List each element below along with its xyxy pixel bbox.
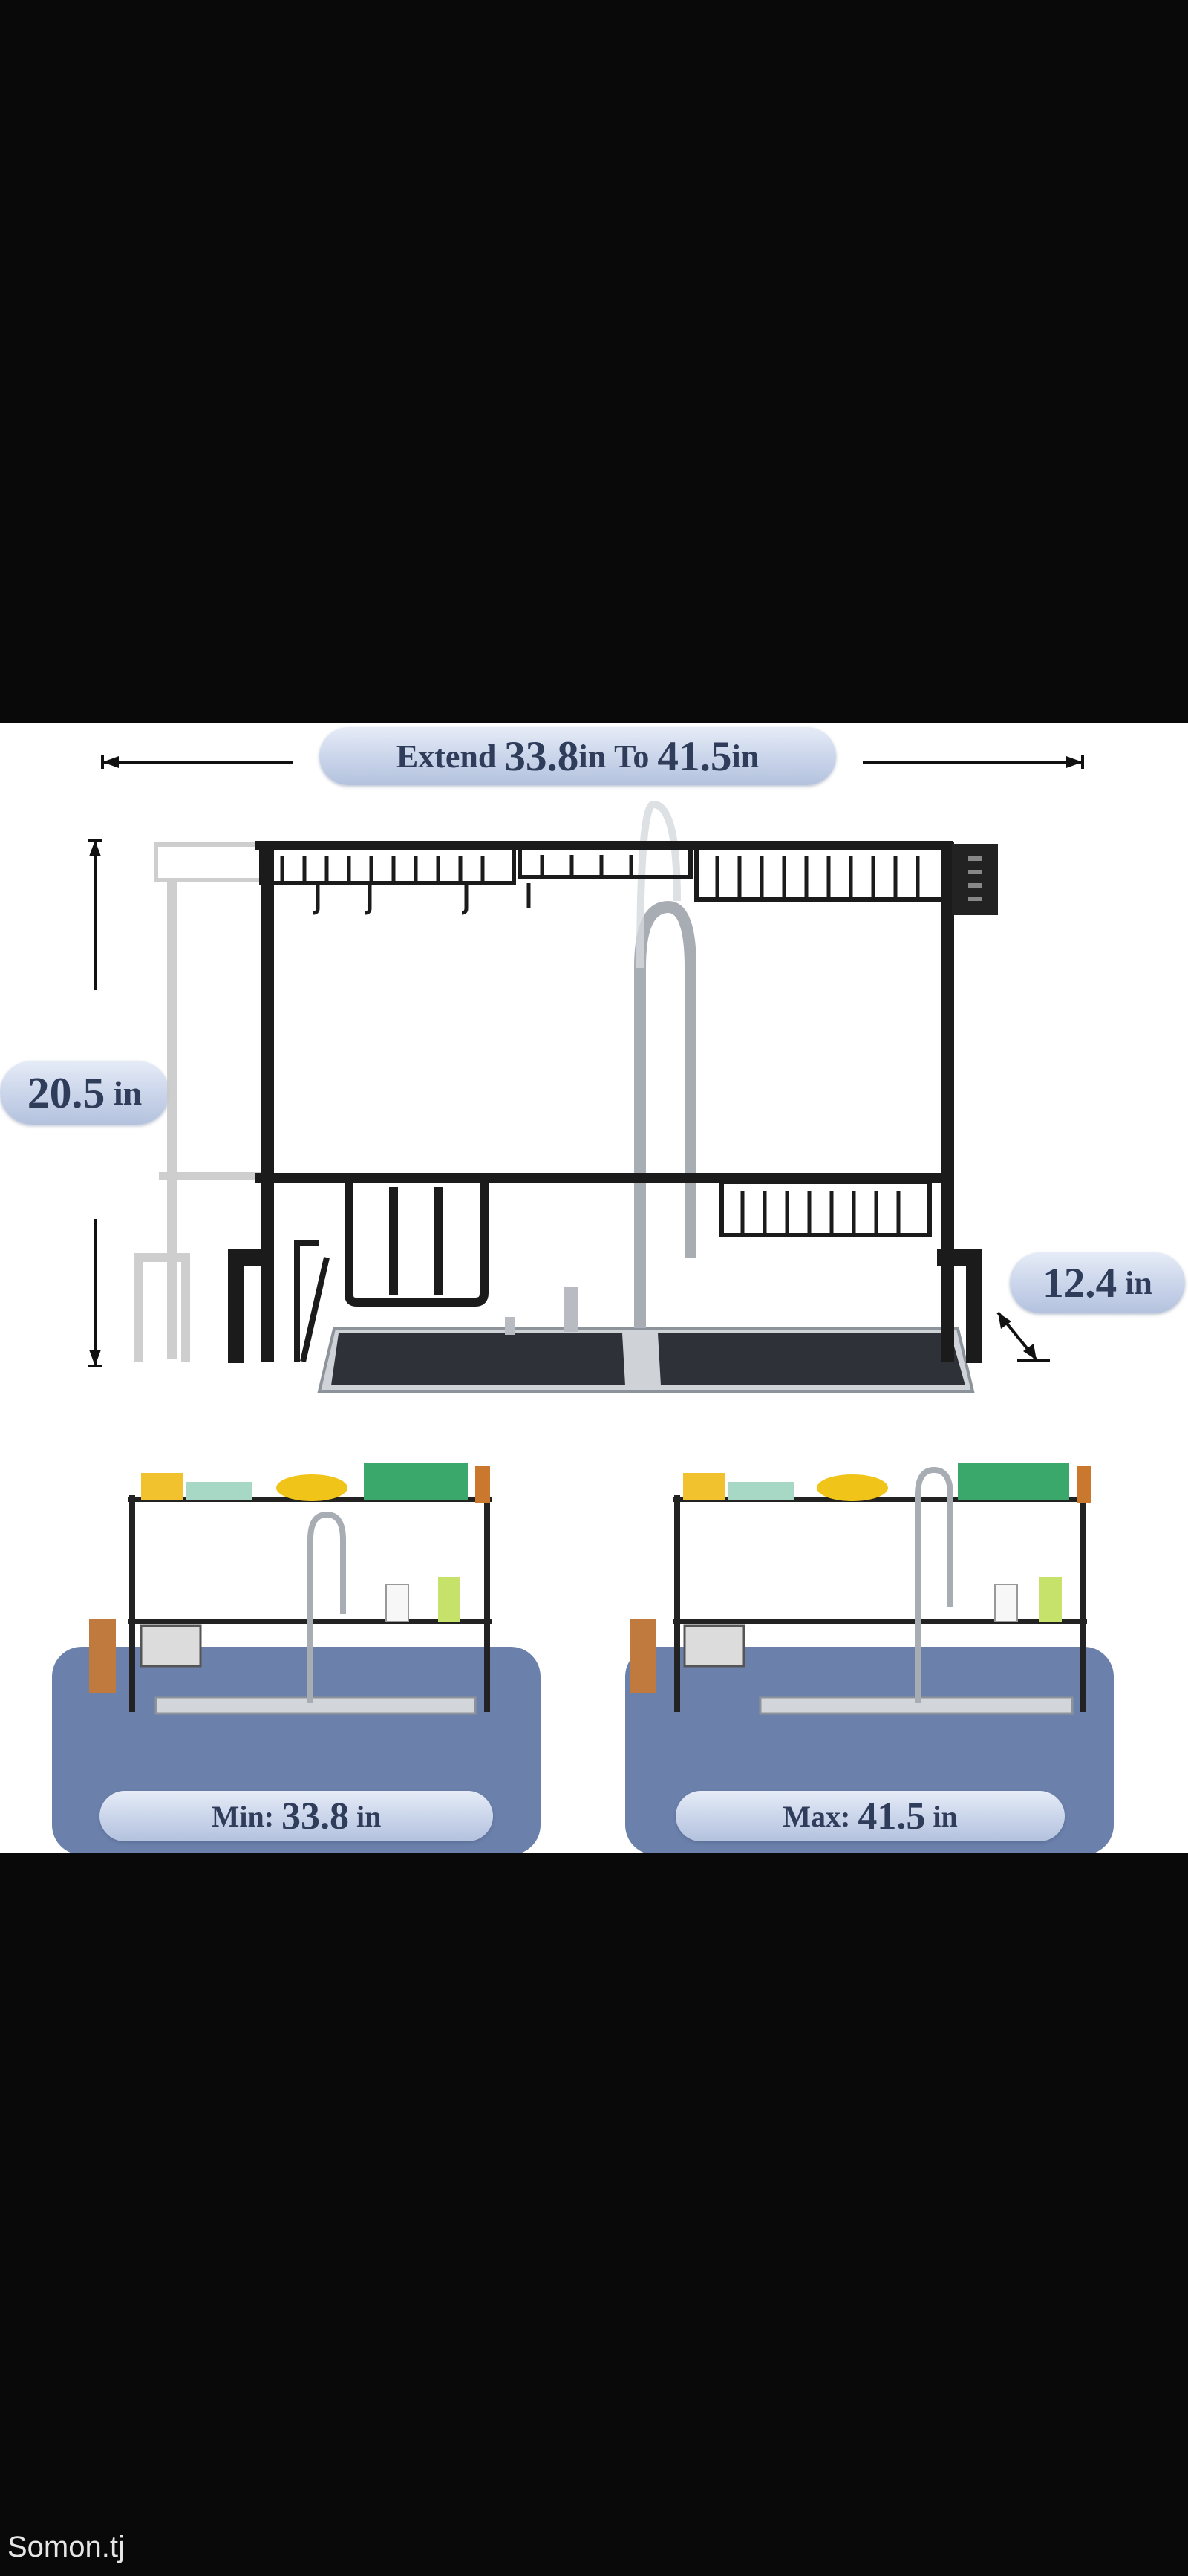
extend-prefix: Extend xyxy=(396,738,497,775)
min-width-label: Min: 33.8 in xyxy=(99,1791,493,1841)
min-unit: in xyxy=(356,1799,382,1833)
dishes-icon xyxy=(89,1463,490,1693)
max-width-label: Max: 41.5 in xyxy=(676,1791,1065,1841)
extend-from-value: 33.8 xyxy=(504,732,579,780)
extend-from-unit: in xyxy=(578,738,607,775)
max-prefix: Max: xyxy=(783,1799,851,1833)
max-value: 41.5 xyxy=(858,1795,926,1838)
depth-value: 12.4 xyxy=(1042,1259,1117,1307)
utensil-holder-icon xyxy=(952,844,998,915)
max-unit: in xyxy=(933,1799,958,1833)
extend-to-unit: in xyxy=(731,738,760,775)
width-arrow xyxy=(88,755,1084,1367)
min-prefix: Min: xyxy=(211,1799,275,1833)
depth-unit: in xyxy=(1125,1264,1152,1301)
extend-to-word: To xyxy=(614,738,650,775)
sink-icon xyxy=(317,1287,975,1393)
dishes-icon-max xyxy=(630,1463,1091,1693)
depth-label: 12.4 in xyxy=(1010,1252,1185,1313)
extend-to-value: 41.5 xyxy=(657,732,732,780)
min-rack-illustration xyxy=(89,1463,492,1715)
height-label: 20.5 in xyxy=(0,1061,169,1125)
dish-rack-illustration xyxy=(134,800,998,1393)
min-value: 33.8 xyxy=(281,1795,350,1838)
watermark-logo: Somon.tj xyxy=(7,2531,125,2563)
height-unit: in xyxy=(113,1073,143,1112)
height-value: 20.5 xyxy=(27,1067,105,1117)
max-rack-illustration xyxy=(630,1463,1091,1715)
